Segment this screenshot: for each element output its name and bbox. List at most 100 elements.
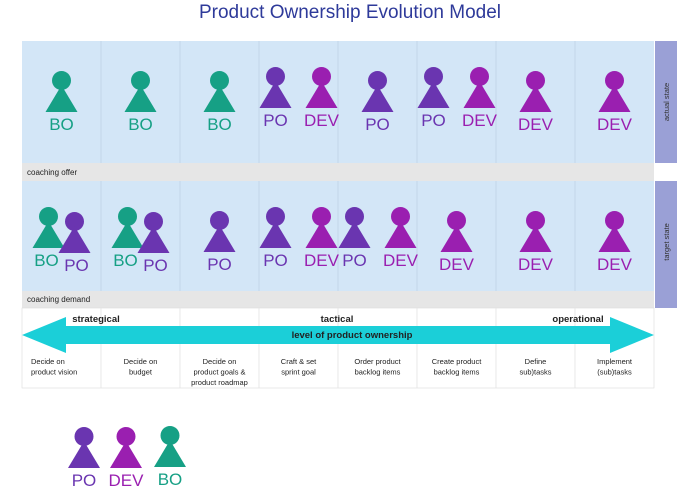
figure-po: PO [58, 212, 91, 275]
phase-tactical: tactical [321, 314, 354, 325]
arrow-label: level of product ownership [292, 330, 413, 341]
figure-dev: DEV [304, 67, 340, 130]
figure-label: DEV [597, 115, 633, 134]
figure-label: DEV [439, 255, 475, 274]
figure-po: PO [137, 212, 170, 275]
legend: PO DEV BO [68, 426, 186, 490]
figure-bo: BO [32, 207, 65, 270]
figure-head [52, 71, 71, 90]
figure-dev: DEV [518, 211, 554, 274]
figure-label: DEV [304, 251, 340, 270]
figure-body [305, 221, 338, 248]
figure-head [447, 211, 466, 230]
figure-head [144, 212, 163, 231]
figure-body [110, 441, 142, 468]
figure-po: PO [417, 67, 450, 130]
figure-label: DEV [462, 111, 498, 130]
legend-po: PO [68, 427, 100, 490]
figure-dev: DEV [304, 207, 340, 270]
figure-label: BO [49, 115, 74, 134]
phase-operational: operational [552, 314, 603, 325]
figure-body [598, 225, 631, 252]
figure-head [605, 71, 624, 90]
figure-body [154, 440, 186, 467]
figure-label: PO [263, 251, 288, 270]
figure-body [259, 221, 292, 248]
figure-label: DEV [518, 255, 554, 274]
coaching-offer-band [22, 163, 654, 181]
figure-body [111, 221, 144, 248]
figure-head [210, 71, 229, 90]
figure-label: PO [72, 471, 97, 490]
figure-head [39, 207, 58, 226]
figure-label: PO [421, 111, 446, 130]
figure-body [58, 226, 91, 253]
figure-label: PO [207, 255, 232, 274]
actual-state-label: actual state [662, 83, 671, 121]
legend-dev: DEV [109, 427, 145, 490]
figure-body [124, 85, 157, 112]
figure-label: DEV [597, 255, 633, 274]
figure-head [160, 426, 180, 445]
ownership-arrow [22, 317, 654, 353]
figure-body [137, 226, 170, 253]
phase-strategical: strategical [72, 314, 120, 325]
actual-state-sidebar [655, 41, 677, 163]
figure-label: PO [263, 111, 288, 130]
figure-bo: BO [203, 71, 236, 134]
figure-body [440, 225, 473, 252]
figure-head [470, 67, 489, 86]
figure-head [391, 207, 410, 226]
figure-po: PO [259, 207, 292, 270]
figure-label: DEV [109, 471, 145, 490]
figure-body [203, 85, 236, 112]
legend-bo: BO [154, 426, 186, 489]
figure-body [68, 441, 100, 468]
figure-dev: DEV [383, 207, 419, 270]
coaching-demand-band [22, 291, 654, 308]
figure-dev: DEV [462, 67, 498, 130]
figure-label: BO [34, 251, 59, 270]
figure-head [266, 67, 285, 86]
figure-head [65, 212, 84, 231]
figure-body [305, 81, 338, 108]
figure-label: PO [143, 256, 168, 275]
figure-label: PO [64, 256, 89, 275]
figure-body [598, 85, 631, 112]
figure-label: BO [158, 470, 183, 489]
figure-body [519, 225, 552, 252]
figure-head [526, 71, 545, 90]
figure-head [312, 207, 331, 226]
figure-head [210, 211, 229, 230]
figure-po: PO [338, 207, 371, 270]
figure-head [266, 207, 285, 226]
figure-po: PO [259, 67, 292, 130]
figure-dev: DEV [518, 71, 554, 134]
figure-dev: DEV [597, 211, 633, 274]
figure-bo: BO [45, 71, 78, 134]
figure-label: PO [342, 251, 367, 270]
figure-po: PO [361, 71, 394, 134]
figure-label: BO [113, 251, 138, 270]
figure-body [32, 221, 65, 248]
diagram-title: Product Ownership Evolution Model [198, 2, 502, 23]
figure-head [424, 67, 443, 86]
figure-body [463, 81, 496, 108]
figure-bo: BO [124, 71, 157, 134]
figure-body [203, 225, 236, 252]
figure-head [74, 427, 94, 446]
activity-label: Implement(sub)tasks [597, 357, 633, 377]
target-state-label: target state [662, 223, 671, 261]
figure-head [116, 427, 136, 446]
figure-body [45, 85, 78, 112]
figure-body [361, 85, 394, 112]
figure-label: BO [207, 115, 232, 134]
